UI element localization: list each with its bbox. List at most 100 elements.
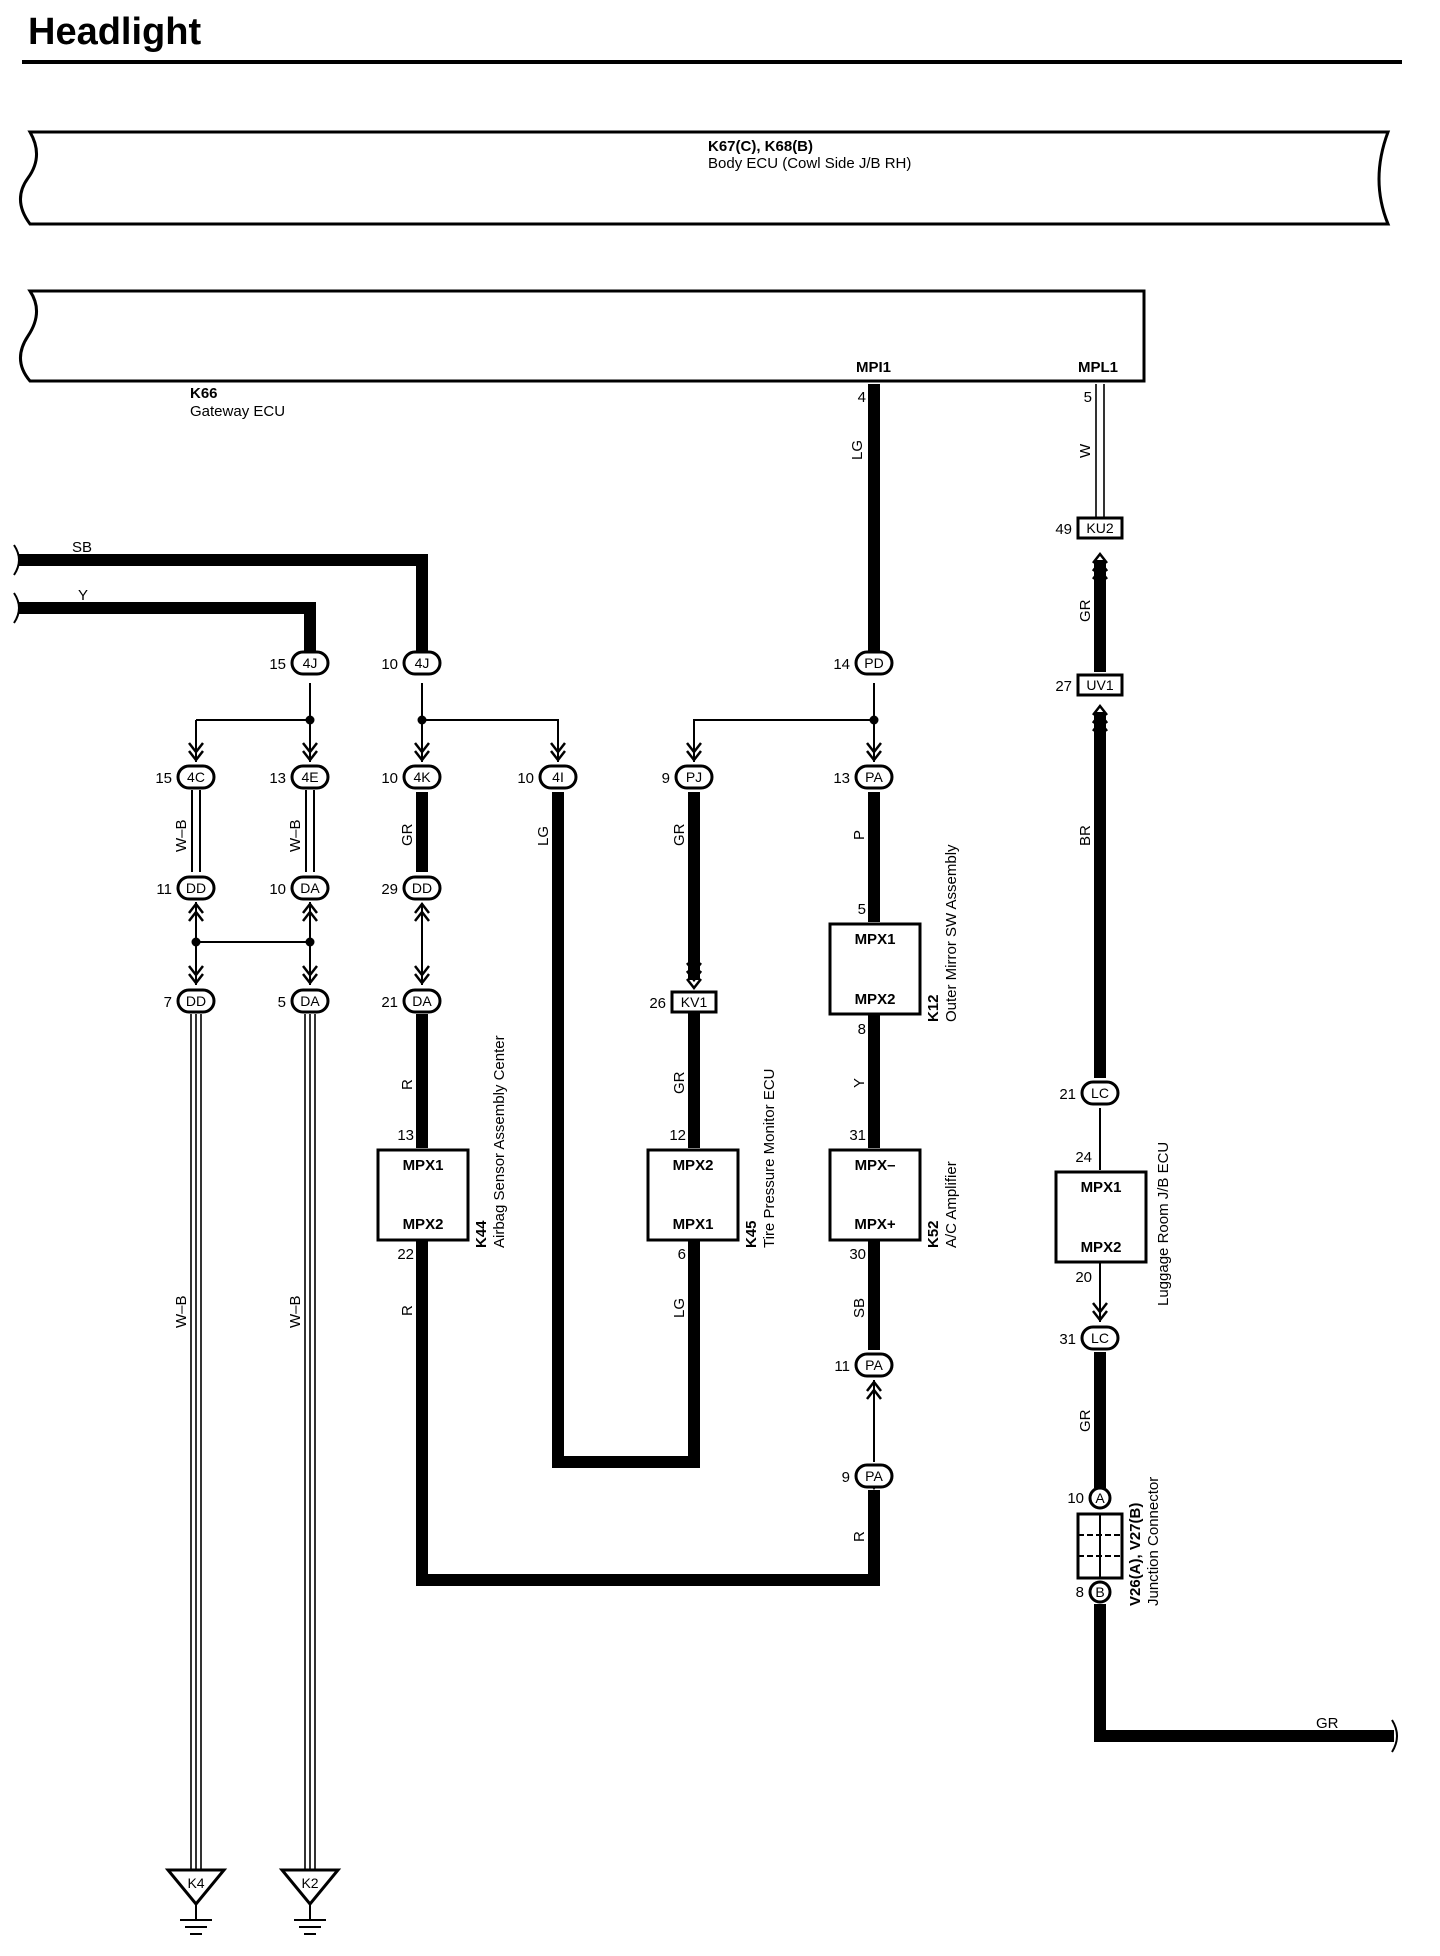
- k44-name: Airbag Sensor Assembly Center: [491, 1035, 508, 1248]
- svg-text:MPX2: MPX2: [403, 1216, 444, 1233]
- svg-text:14: 14: [833, 656, 850, 673]
- wire-color-wb-long-right: W–B: [287, 1295, 304, 1328]
- svg-text:24: 24: [1075, 1149, 1092, 1166]
- svg-text:10: 10: [269, 881, 286, 898]
- connector-pj-pin9: PJ 9: [662, 764, 714, 790]
- page-title: Headlight: [28, 11, 201, 53]
- svg-text:4J: 4J: [415, 655, 430, 671]
- svg-text:21: 21: [1059, 1086, 1076, 1103]
- wire-wb-ground-k4: [190, 1014, 202, 1870]
- svg-text:A: A: [1095, 1490, 1105, 1506]
- svg-text:DA: DA: [412, 993, 432, 1009]
- svg-text:7: 7: [164, 994, 172, 1011]
- wire-color-r-top: R: [399, 1079, 416, 1090]
- svg-text:10: 10: [1067, 1490, 1084, 1507]
- svg-text:4I: 4I: [552, 769, 564, 785]
- svg-text:5: 5: [858, 901, 866, 918]
- svg-text:MPX2: MPX2: [855, 991, 896, 1008]
- connector-4k-pin10: 4K 10: [381, 764, 442, 790]
- wire-break-right: [1391, 1719, 1398, 1753]
- k12-code: K12: [925, 994, 942, 1022]
- svg-text:4J: 4J: [303, 655, 318, 671]
- wire-w-mpl1: [1095, 384, 1105, 520]
- k52-name: A/C Amplifier: [943, 1161, 960, 1248]
- wire-color-gr-lc: GR: [1077, 1409, 1094, 1432]
- component-luggage-jb-ecu: MPX1 MPX2 24 20 Luggage Room J/B ECU: [1054, 1142, 1172, 1306]
- connector-4j-pin10: 4J 10: [381, 650, 442, 676]
- k12-name: Outer Mirror SW Assembly: [943, 844, 960, 1022]
- wire-break-left-sb: [13, 544, 20, 576]
- connector-uv1-pin27: UV1 27: [1055, 673, 1124, 697]
- wire-lg-loop: [552, 792, 700, 1468]
- connector-dd-pin7: DD 7: [164, 988, 216, 1014]
- connector-pa-pin11: PA 11: [834, 1352, 894, 1378]
- svg-text:MPX2: MPX2: [1081, 1239, 1122, 1256]
- wire-splice-pj-pa: [693, 683, 875, 762]
- k45-code: K45: [743, 1220, 760, 1248]
- svg-text:12: 12: [669, 1127, 686, 1144]
- splice-dot: [417, 715, 427, 725]
- svg-text:MPX1: MPX1: [855, 931, 896, 948]
- k52-code: K52: [925, 1220, 942, 1248]
- gateway-ecu-block: K66 Gateway ECU MPI1 MPL1: [19, 289, 1146, 420]
- gateway-pin-mpl1: MPL1: [1078, 359, 1118, 376]
- svg-text:15: 15: [269, 656, 286, 673]
- svg-text:9: 9: [662, 770, 670, 787]
- wire-color-wb-4e: W–B: [287, 819, 304, 852]
- connector-dd-pin11: DD 11: [156, 875, 216, 901]
- svg-text:13: 13: [833, 770, 850, 787]
- svg-text:DD: DD: [186, 993, 206, 1009]
- svg-text:MPX1: MPX1: [403, 1157, 444, 1174]
- gateway-ecu-name: Gateway ECU: [190, 403, 285, 420]
- svg-text:DA: DA: [300, 993, 320, 1009]
- splice-dot: [191, 937, 201, 947]
- body-ecu-block: K67(C), K68(B) Body ECU (Cowl Side J/B R…: [19, 130, 1391, 226]
- wire-r-loop: [416, 1240, 880, 1586]
- connector-pd-pin14: PD 14: [833, 650, 894, 676]
- wire-color-br: BR: [1077, 825, 1094, 846]
- svg-text:MPX–: MPX–: [855, 1157, 896, 1174]
- wire-color-w: W: [1077, 443, 1094, 458]
- ground-k2: K2: [278, 1868, 342, 1935]
- svg-text:11: 11: [834, 1358, 850, 1375]
- wire-color-gr-ku2: GR: [1077, 599, 1094, 622]
- wire-color-sb: SB: [72, 539, 92, 556]
- luggage-ecu-name: Luggage Room J/B ECU: [1155, 1142, 1172, 1306]
- svg-text:MPX1: MPX1: [1081, 1179, 1122, 1196]
- svg-text:MPX+: MPX+: [854, 1216, 896, 1233]
- svg-text:DD: DD: [412, 880, 432, 896]
- splice-dot: [305, 715, 315, 725]
- wire-break-left-y: [13, 592, 20, 624]
- svg-text:10: 10: [517, 770, 534, 787]
- svg-text:MPX2: MPX2: [673, 1157, 714, 1174]
- wire-color-wb-long-left: W–B: [173, 1295, 190, 1328]
- body-ecu-name: Body ECU (Cowl Side J/B RH): [708, 155, 911, 172]
- wire-color-lg-k45-out: LG: [671, 1298, 688, 1318]
- svg-text:LC: LC: [1091, 1085, 1109, 1101]
- wire-color-gr-right: GR: [1316, 1715, 1339, 1732]
- wire-color-p: P: [851, 830, 868, 840]
- wire-splice-4k-4i: [421, 683, 559, 762]
- connector-da-pin21: DA 21: [381, 988, 442, 1014]
- svg-text:KV1: KV1: [681, 994, 708, 1010]
- svg-text:20: 20: [1075, 1269, 1092, 1286]
- gateway-pin-mpi1: MPI1: [856, 359, 891, 376]
- svg-text:9: 9: [842, 1469, 850, 1486]
- connector-4i-pin10: 4I 10: [517, 764, 578, 790]
- connector-4j-pin15: 4J 15: [269, 650, 330, 676]
- svg-text:13: 13: [269, 770, 286, 787]
- connector-pa-pin13: PA 13: [833, 764, 894, 790]
- ground-k4: K4: [164, 1868, 228, 1935]
- wire-color-lg-top: LG: [849, 440, 866, 460]
- junction-name: Junction Connector: [1145, 1477, 1162, 1606]
- connector-pa-pin9: PA 9: [842, 1463, 894, 1489]
- wire-color-gr-4k: GR: [399, 823, 416, 846]
- wire-splice-dd-da: [195, 902, 311, 985]
- svg-text:27: 27: [1055, 678, 1072, 695]
- svg-text:DD: DD: [186, 880, 206, 896]
- wire-color-y-k12: Y: [851, 1078, 868, 1088]
- wire-color-wb-4c: W–B: [173, 819, 190, 852]
- svg-text:PA: PA: [865, 1357, 883, 1373]
- junction-code: V26(A), V27(B): [1127, 1503, 1144, 1606]
